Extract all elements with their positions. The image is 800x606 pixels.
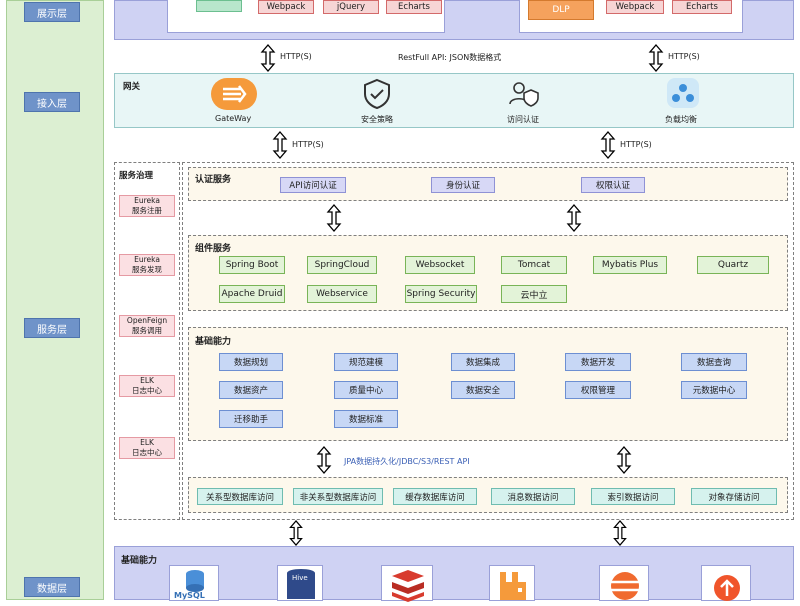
http-label: HTTP(S)	[620, 140, 652, 149]
component-item: Quartz	[697, 256, 769, 274]
double-arrow-icon	[600, 131, 616, 159]
tag-webpack: Webpack	[258, 0, 314, 14]
basic-item: 数据集成	[451, 353, 515, 371]
gateway-item-label: GateWay	[215, 114, 252, 123]
basic-panel: 基础能力 数据规划 规范建模 数据集成 数据开发 数据查询 数据资产 质量中心 …	[188, 327, 788, 441]
load-balance-label: 负载均衡	[665, 115, 697, 124]
data-access-item: 索引数据访问	[591, 488, 675, 505]
shield-check-icon	[364, 78, 390, 110]
basic-item: 数据标准	[334, 410, 398, 428]
tag-echarts: Echarts	[386, 0, 442, 14]
dlp-logo: DLP	[528, 0, 594, 20]
double-arrow-icon	[326, 204, 342, 232]
basic-item: 元数据中心	[681, 381, 747, 399]
layer-label-presentation: 展示层	[24, 2, 80, 22]
basic-item: 数据查询	[681, 353, 747, 371]
basic-item: 权限管理	[565, 381, 631, 399]
rest-label: RestFull API: JSON数据格式	[398, 53, 502, 62]
component-item: Mybatis Plus	[593, 256, 667, 274]
data-access-item: 对象存储访问	[691, 488, 777, 505]
presentation-left-app: Webpack jQuery Echarts	[167, 0, 445, 33]
basic-item: 规范建模	[334, 353, 398, 371]
components-panel: 组件服务 Spring Boot SpringCloud Websocket T…	[188, 235, 788, 311]
auth-panel: 认证服务 API访问认证 身份认证 权限认证	[188, 167, 788, 201]
redis-icon	[381, 565, 433, 602]
data-access-item: 关系型数据库访问	[197, 488, 283, 505]
layer-label-data: 数据层	[24, 577, 80, 597]
load-balance-icon	[667, 78, 699, 108]
governance-panel: 服务治理	[114, 162, 180, 520]
basic-title: 基础能力	[195, 337, 232, 347]
components-title: 组件服务	[195, 244, 232, 254]
search-engine-icon	[599, 565, 649, 601]
component-item: Spring Security	[405, 285, 477, 303]
auth-item: 身份认证	[431, 177, 495, 193]
component-item: 云中立	[501, 285, 567, 303]
object-storage-icon	[701, 565, 751, 601]
data-access-item: 非关系型数据库访问	[293, 488, 383, 505]
layer-label-access: 接入层	[24, 92, 80, 112]
basic-item: 质量中心	[334, 381, 398, 399]
mysql-label: MySQL	[174, 591, 205, 600]
data-access-item: 消息数据访问	[491, 488, 575, 505]
security-policy-label: 安全策略	[361, 115, 393, 124]
auth-item: 权限认证	[581, 177, 645, 193]
hive-icon: Hive	[277, 565, 323, 601]
tag-jquery: jQuery	[323, 0, 379, 14]
jpa-label: JPA数据持久化/JDBC/S3/REST API	[344, 457, 470, 466]
component-item: SpringCloud	[307, 256, 377, 274]
rabbitmq-icon	[489, 565, 535, 601]
chart-icon	[196, 0, 242, 12]
user-shield-icon	[509, 82, 539, 107]
component-item: Apache Druid	[219, 285, 285, 303]
basic-item: 数据安全	[451, 381, 515, 399]
data-layer-title: 基础能力	[121, 556, 158, 566]
access-auth-label: 访问认证	[507, 115, 539, 124]
double-arrow-icon	[260, 44, 276, 72]
auth-item: API访问认证	[280, 177, 346, 193]
double-arrow-icon	[316, 446, 332, 474]
component-item: Tomcat	[501, 256, 567, 274]
tag-echarts-right: Echarts	[672, 0, 732, 14]
gateway-title: 网关	[123, 82, 141, 92]
governance-title: 服务治理	[119, 171, 154, 181]
component-item: Websocket	[405, 256, 475, 274]
data-layer-panel: 基础能力 MySQL Hive	[114, 546, 794, 602]
basic-item: 数据资产	[219, 381, 283, 399]
layer-label-service: 服务层	[24, 318, 80, 338]
double-arrow-icon	[648, 44, 664, 72]
presentation-right-app: DLP Webpack Echarts	[519, 0, 743, 33]
tag-webpack-right: Webpack	[606, 0, 664, 14]
http-label: HTTP(S)	[668, 52, 700, 61]
basic-item: 数据开发	[565, 353, 631, 371]
gateway-panel: 网关 GateWay 安全策略 访问认证 负载均衡	[114, 73, 794, 128]
component-item: Spring Boot	[219, 256, 285, 274]
basic-item: 迁移助手	[219, 410, 283, 428]
component-item: Webservice	[307, 285, 377, 303]
double-arrow-icon	[289, 520, 303, 546]
data-access-item: 缓存数据库访问	[393, 488, 477, 505]
auth-title: 认证服务	[195, 175, 232, 185]
http-label: HTTP(S)	[280, 52, 312, 61]
double-arrow-icon	[566, 204, 582, 232]
double-arrow-icon	[616, 446, 632, 474]
double-arrow-icon	[613, 520, 627, 546]
basic-item: 数据规划	[219, 353, 283, 371]
data-access-panel: 关系型数据库访问 非关系型数据库访问 缓存数据库访问 消息数据访问 索引数据访问…	[188, 477, 788, 513]
layer-column	[6, 0, 104, 600]
gateway-icon	[211, 78, 257, 110]
hive-label: Hive	[292, 574, 308, 582]
presentation-panel: Webpack jQuery Echarts DLP Webpack Echar…	[114, 0, 794, 40]
http-label: HTTP(S)	[292, 140, 324, 149]
double-arrow-icon	[272, 131, 288, 159]
mysql-icon: MySQL	[169, 565, 219, 601]
